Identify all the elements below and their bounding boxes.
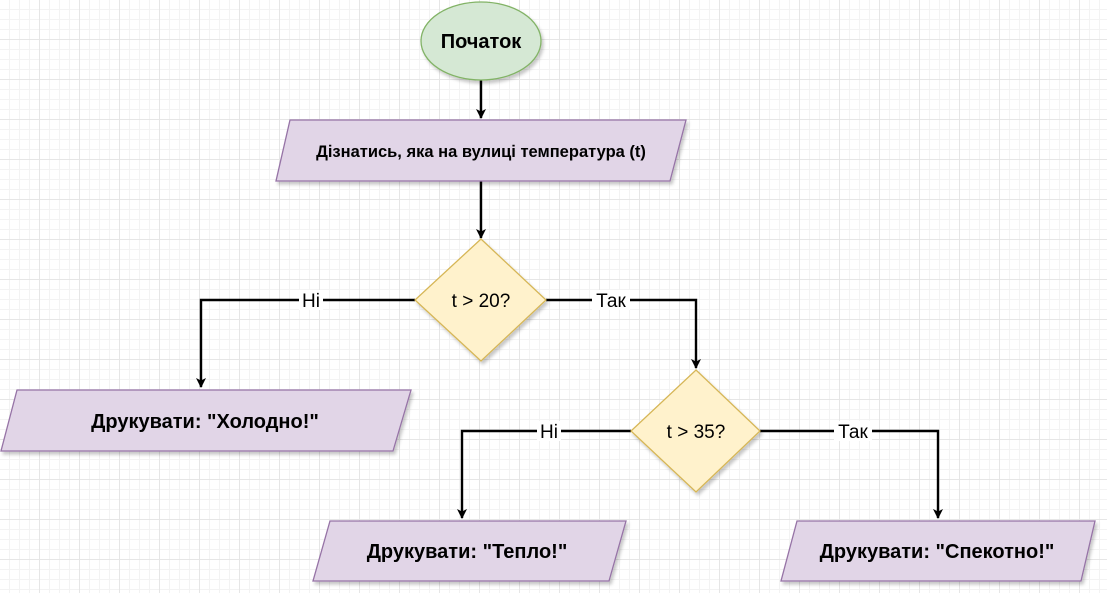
svg-text:Так: Так [596, 291, 626, 312]
svg-text:Ні: Ні [540, 422, 558, 443]
output-warm-parallelogram [312, 520, 627, 582]
decision-diamond-1 [414, 238, 547, 362]
start-label: Початок [441, 31, 523, 53]
edge-decision2-no [457, 429, 631, 519]
input-node: Дізнатись, яка на вулиці температура (t) [275, 119, 687, 182]
decision-2-label: t > 35? [667, 422, 726, 443]
start-ellipse [420, 1, 542, 81]
svg-text:Так: Так [838, 422, 868, 443]
input-label: Дізнатись, яка на вулиці температура (t) [316, 143, 646, 161]
edge-decision1-no [196, 298, 415, 388]
decision-node-2: t > 35? [630, 369, 761, 493]
output-hot-label: Друкувати: "Спекотно!" [820, 541, 1055, 563]
decision-diamond-2 [630, 369, 761, 493]
output-warm-label: Друкувати: "Тепло!" [367, 541, 568, 563]
edge-decision2-yes [760, 429, 943, 519]
decision-1-label: t > 20? [452, 291, 511, 312]
decision-node-1: t > 20? [414, 238, 547, 362]
output-hot-parallelogram [780, 520, 1096, 582]
edge-label-d1-yes: Так [592, 290, 630, 312]
output-node-hot: Друкувати: "Спекотно!" [780, 520, 1096, 582]
output-cold-parallelogram [0, 389, 412, 452]
edge-label-d2-yes: Так [834, 421, 872, 443]
input-parallelogram [275, 119, 687, 182]
start-node: Початок [420, 1, 542, 81]
output-cold-label: Друкувати: "Холодно!" [91, 411, 319, 433]
edge-label-d1-no: Ні [299, 290, 323, 312]
output-node-warm: Друкувати: "Тепло!" [312, 520, 627, 582]
svg-text:Ні: Ні [302, 291, 320, 312]
output-node-cold: Друкувати: "Холодно!" [0, 389, 412, 452]
edge-labels: Ні Так Ні Так [299, 290, 872, 443]
edge-label-d2-no: Ні [537, 421, 561, 443]
